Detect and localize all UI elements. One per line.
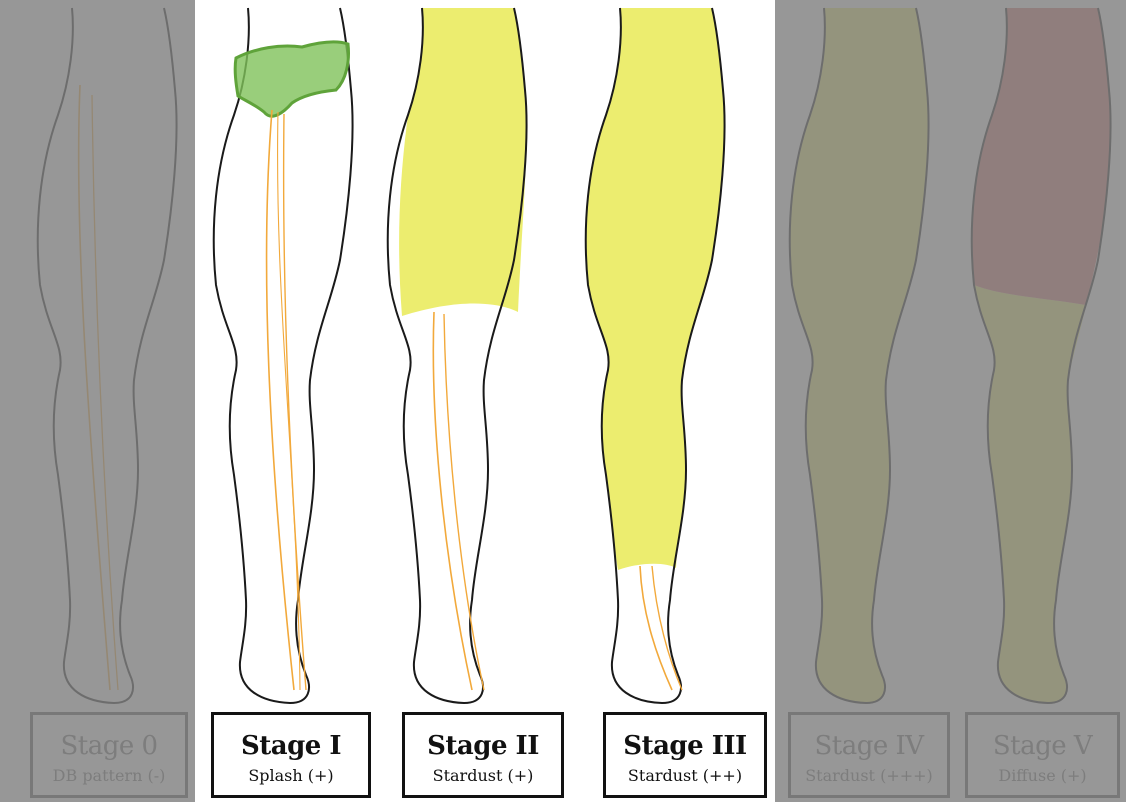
stage-subtitle: Diffuse (+) bbox=[968, 765, 1117, 787]
lymphatic-vessel bbox=[79, 85, 110, 690]
stage-title: Stage I bbox=[214, 731, 368, 761]
stage-label-0: Stage 0 DB pattern (-) bbox=[30, 712, 188, 798]
stage-title: Stage V bbox=[968, 731, 1117, 761]
stage-label-2: Stage II Stardust (+) bbox=[402, 712, 564, 798]
diffuse-region bbox=[972, 8, 1111, 305]
stage-title: Stage 0 bbox=[33, 731, 185, 761]
stage-subtitle: Splash (+) bbox=[214, 765, 368, 787]
leg-stage-5 bbox=[972, 8, 1111, 703]
stage-subtitle: Stardust (++) bbox=[606, 765, 764, 787]
stardust-region bbox=[974, 285, 1086, 703]
stage-subtitle: Stardust (+) bbox=[405, 765, 561, 787]
stage-title: Stage III bbox=[606, 731, 764, 761]
stage-label-5: Stage V Diffuse (+) bbox=[965, 712, 1120, 798]
stage-title: Stage II bbox=[405, 731, 561, 761]
stardust-region bbox=[399, 8, 526, 316]
lymphatic-vessel bbox=[92, 95, 118, 690]
lymphatic-vessel bbox=[267, 110, 294, 690]
stage-label-3: Stage III Stardust (++) bbox=[603, 712, 767, 798]
lymphatic-vessel bbox=[444, 314, 484, 690]
leg-stage-3 bbox=[586, 8, 725, 703]
leg-stage-1 bbox=[214, 8, 353, 703]
leg-stage-2 bbox=[388, 8, 527, 703]
stage-title: Stage IV bbox=[791, 731, 947, 761]
stage-subtitle: DB pattern (-) bbox=[33, 765, 185, 787]
stage-label-1: Stage I Splash (+) bbox=[211, 712, 371, 798]
stage-subtitle: Stardust (+++) bbox=[791, 765, 947, 787]
splash-region bbox=[235, 42, 348, 116]
leg-stage-4 bbox=[790, 8, 929, 703]
lymphatic-vessel bbox=[433, 312, 472, 690]
stage-label-4: Stage IV Stardust (+++) bbox=[788, 712, 950, 798]
leg-stage-0 bbox=[38, 8, 177, 703]
